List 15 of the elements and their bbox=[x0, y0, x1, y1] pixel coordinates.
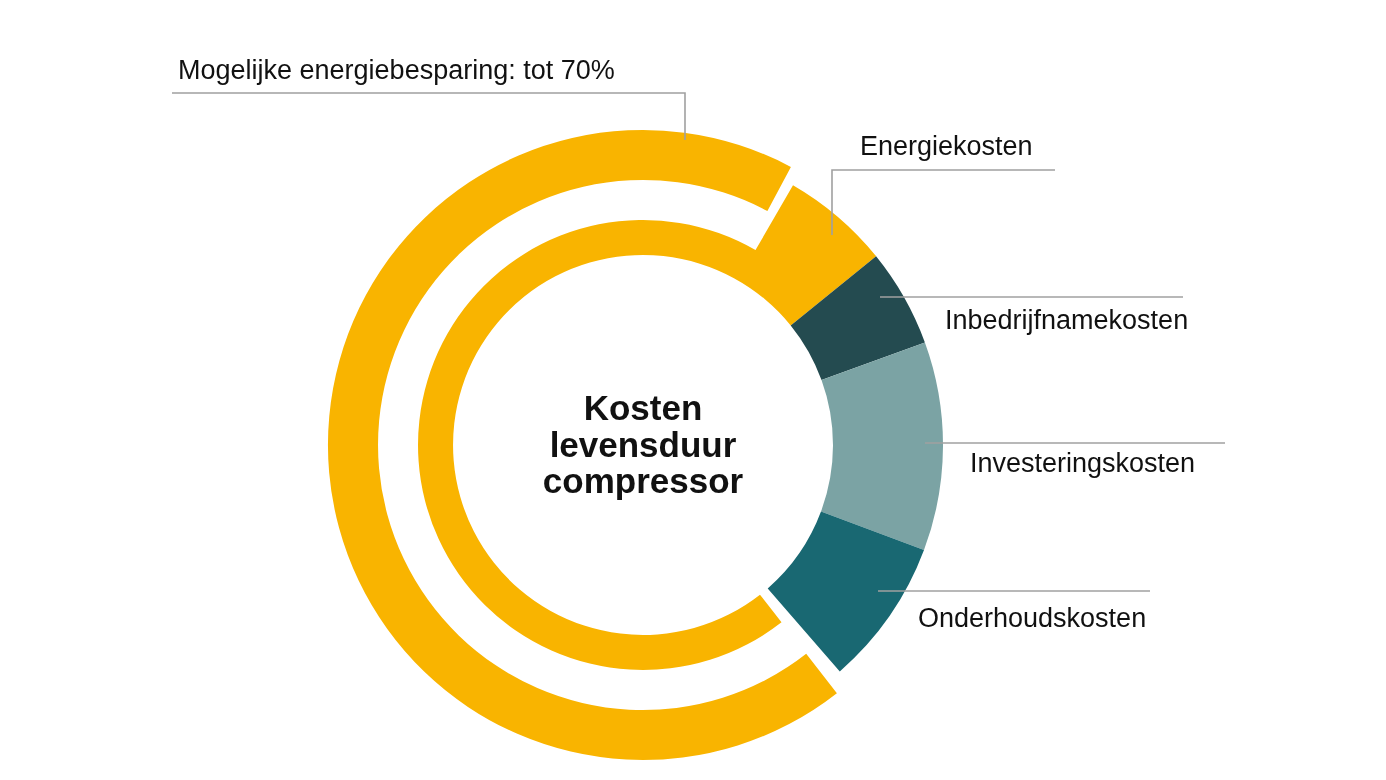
segment-label: Investeringskosten bbox=[970, 449, 1196, 479]
leader-line bbox=[831, 169, 1056, 236]
leader-line bbox=[171, 92, 686, 141]
segment-label: Energiekosten bbox=[860, 132, 1033, 162]
leader-line bbox=[879, 296, 1184, 298]
ring-segment bbox=[790, 256, 925, 380]
segment-label: Inbedrijfnamekosten bbox=[945, 306, 1189, 336]
ring-segment bbox=[821, 342, 943, 551]
segment-label: Mogelijke energiebesparing: tot 70% bbox=[178, 56, 615, 86]
leader-line bbox=[924, 442, 1226, 444]
segment-label: Onderhoudskosten bbox=[918, 604, 1147, 634]
chart-title: Kosten levensduur compressor bbox=[541, 389, 745, 501]
outer-ring-arc bbox=[328, 130, 837, 760]
ring-segment bbox=[418, 185, 877, 670]
leader-line bbox=[877, 590, 1151, 592]
